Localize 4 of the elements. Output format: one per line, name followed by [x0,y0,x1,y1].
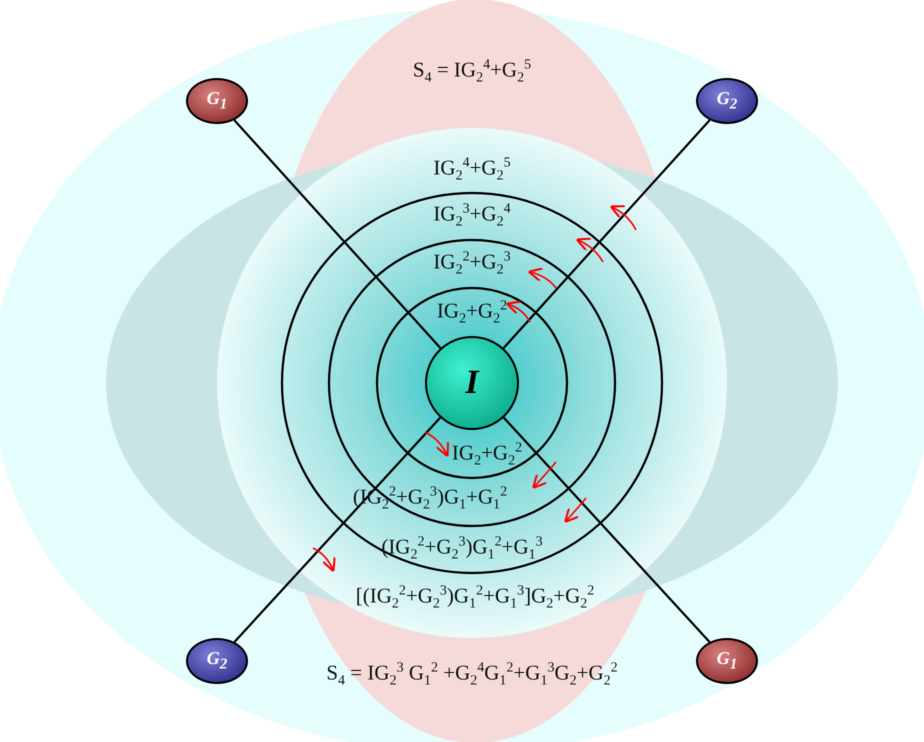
connector-line [234,416,442,643]
connector-line [233,119,442,349]
connector-line [502,119,711,349]
connector-line [502,416,710,643]
